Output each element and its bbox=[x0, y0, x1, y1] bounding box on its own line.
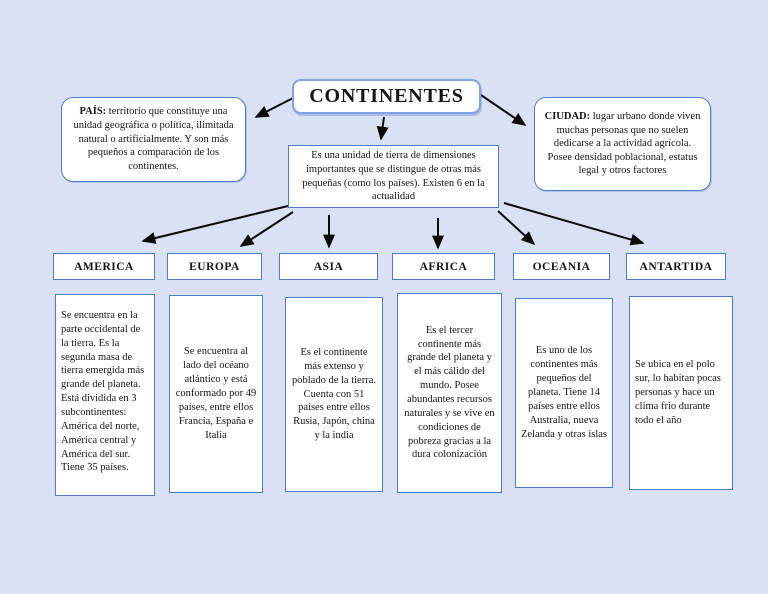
continent-description-asia: Es el continente más extenso y poblado d… bbox=[285, 297, 383, 492]
continent-header-america: AMERICA bbox=[53, 253, 155, 280]
ciudad-node: CIUDAD: lugar urbano donde viven muchas … bbox=[534, 97, 711, 191]
continent-description-america: Se encuentra en la parte occidental de l… bbox=[55, 294, 155, 496]
continent-name: OCEANIA bbox=[532, 260, 591, 273]
continent-description-text: Es uno de los continentes más pequeños d… bbox=[521, 345, 608, 440]
pais-term: PAÍS: bbox=[79, 106, 107, 118]
arrow-definition-to-america bbox=[141, 205, 289, 244]
arrow-continentes-to-definition bbox=[376, 116, 389, 141]
continent-description-text: Se ubica en el polo sur, lo habitan poca… bbox=[635, 359, 721, 426]
continent-name: AMERICA bbox=[74, 260, 134, 273]
arrow-definition-to-europa bbox=[239, 211, 294, 247]
continent-name: ASIA bbox=[313, 260, 344, 273]
continent-description-text: Es el continente más extenso y poblado d… bbox=[292, 346, 376, 442]
continent-description-text: Se encuentra al lado del océano atlántic… bbox=[175, 346, 257, 441]
continent-name: ANTARTIDA bbox=[639, 260, 713, 273]
ciudad-text: CIUDAD: lugar urbano donde viven muchas … bbox=[543, 110, 702, 178]
arrow-continentes-to-pais bbox=[254, 96, 296, 118]
continent-description-text: Se encuentra en la parte occidental de l… bbox=[61, 310, 145, 474]
pais-node: PAÍS: territorio que constituye una unid… bbox=[61, 97, 246, 182]
continent-description-oceania: Es uno de los continentes más pequeños d… bbox=[515, 298, 613, 488]
continent-name: AFRICA bbox=[419, 260, 468, 273]
ciudad-definition: lugar urbano donde viven muchas personas… bbox=[547, 110, 701, 177]
arrow-definition-to-antartida bbox=[503, 202, 645, 246]
ciudad-term: CIUDAD: bbox=[544, 110, 591, 122]
continent-header-antartida: ANTARTIDA bbox=[626, 253, 726, 280]
continent-description-europa: Se encuentra al lado del océano atlántic… bbox=[169, 295, 263, 493]
continent-header-africa: AFRICA bbox=[392, 253, 495, 280]
page-title: CONTINENTES bbox=[309, 85, 464, 107]
continent-description-text: Es el tercer continente más grande del p… bbox=[404, 324, 495, 461]
pais-text: PAÍS: territorio que constituye una unid… bbox=[70, 105, 237, 173]
continent-description-africa: Es el tercer continente más grande del p… bbox=[397, 293, 502, 493]
continent-header-oceania: OCEANIA bbox=[513, 253, 610, 280]
title-node: CONTINENTES bbox=[292, 79, 481, 114]
arrow-definition-to-oceania bbox=[497, 210, 536, 246]
continent-header-asia: ASIA bbox=[279, 253, 378, 280]
definition-node: Es una unidad de tierra de dimensiones i… bbox=[288, 145, 499, 208]
continent-header-europa: EUROPA bbox=[167, 253, 262, 280]
arrow-continentes-to-ciudad bbox=[477, 92, 527, 126]
continent-description-antartida: Se ubica en el polo sur, lo habitan poca… bbox=[629, 296, 733, 490]
continent-name: EUROPA bbox=[189, 260, 240, 273]
definition-text: Es una unidad de tierra de dimensiones i… bbox=[302, 150, 485, 203]
pais-definition: territorio que constituye una unidad geo… bbox=[73, 106, 234, 172]
